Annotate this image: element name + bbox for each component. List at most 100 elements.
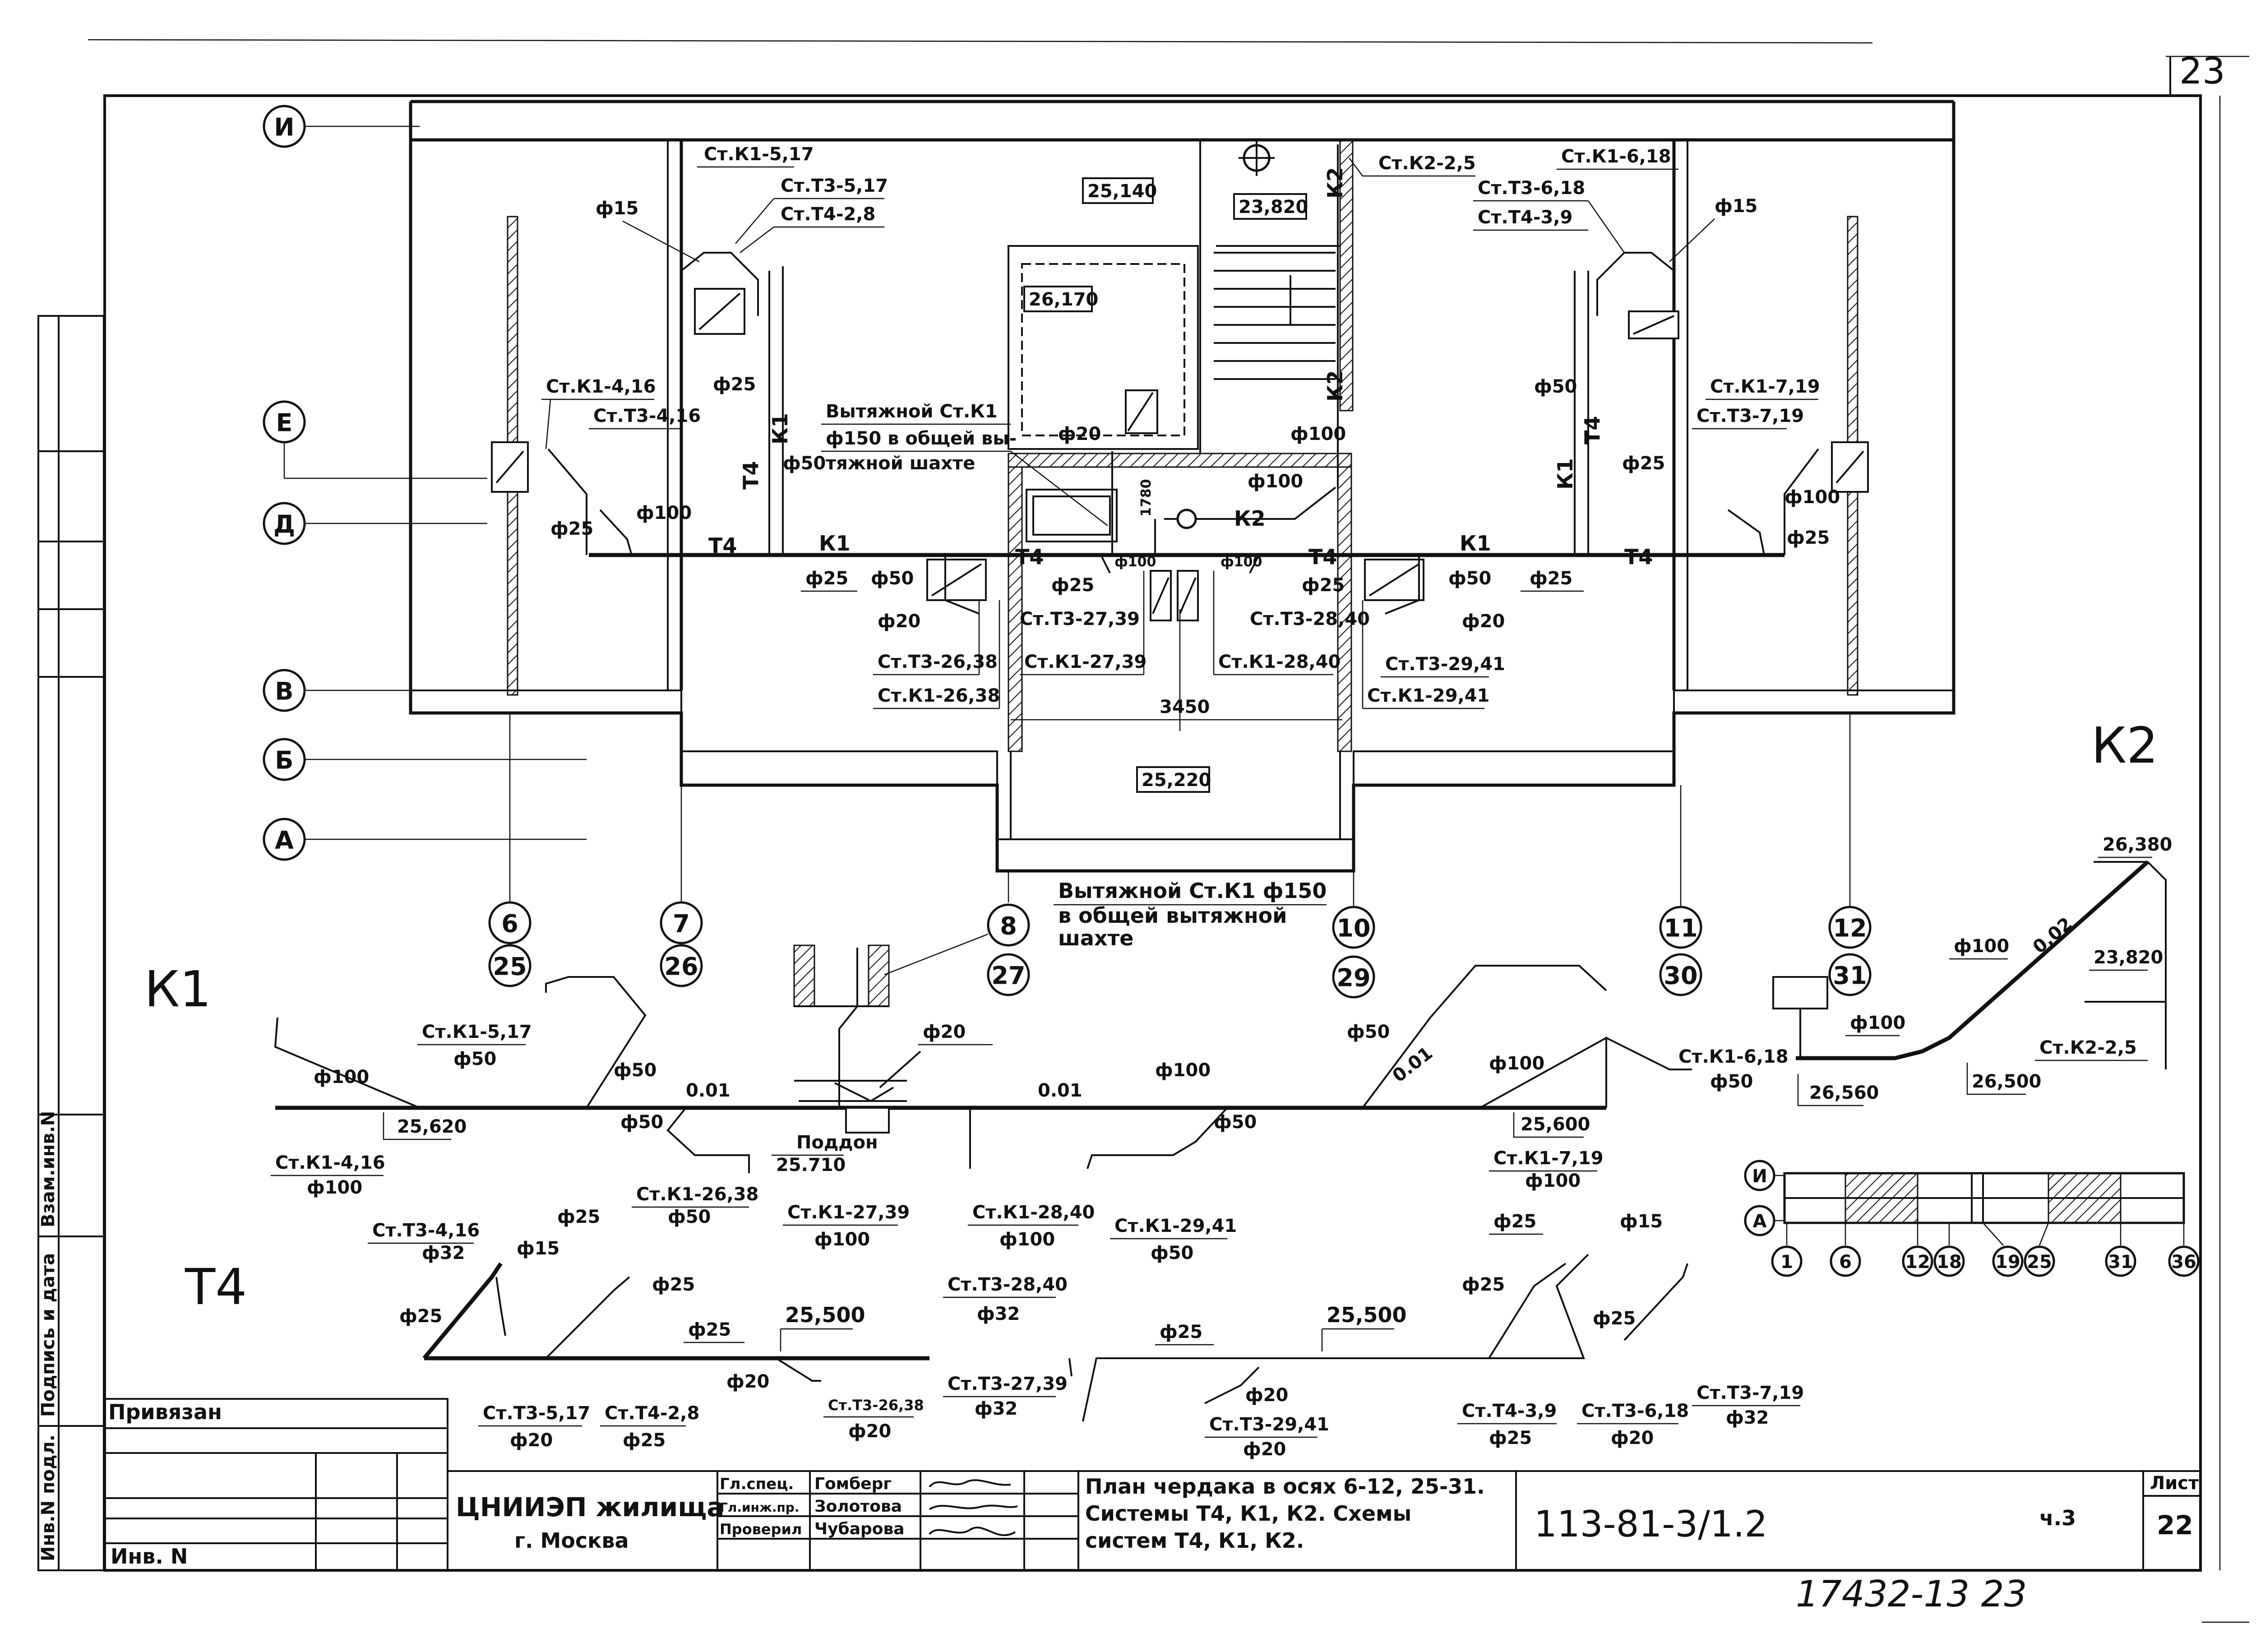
plan-d15-right: ф15 (1715, 196, 1757, 217)
k1-label-d100-a: ф100 (314, 1067, 369, 1087)
signatures (929, 1479, 1018, 1536)
t4-label-25-500-b: 25,500 (1327, 1303, 1407, 1327)
plan-mark-k1-2: К1 (1460, 531, 1491, 555)
plan-d25-3: ф25 (550, 518, 593, 539)
plan-mark-t4-4: Т4 (1624, 545, 1653, 569)
plan-mark-k1-v2: К1 (1553, 458, 1577, 490)
key-row-a: А (1753, 1211, 1767, 1232)
key-plan: И А 1 6 12 18 19 25 31 36 (1744, 1160, 2200, 1277)
k1-label-d100-b: ф100 (307, 1177, 362, 1198)
k1-schema: К1 Вытяжной Ст.К1 ф150 в общей вытяжной … (144, 879, 1789, 1263)
k2-schema: К2 26,380 ф100 0,02 23,820 Ст.К2-2,5 ф10… (1772, 717, 2172, 1106)
title-desc-3: систем Т4, К1, К2. (1085, 1528, 1304, 1553)
t4-label-d25-a: ф25 (557, 1207, 600, 1227)
plan-label-st-t4-3-9: Ст.Т4-3,9 (1478, 207, 1572, 228)
k1-label-d50-a: ф50 (453, 1049, 496, 1069)
t4-label-d25-h: ф25 (1462, 1274, 1505, 1295)
axis-label-a: А (275, 826, 294, 855)
t4-label-d25-j: ф25 (1489, 1428, 1532, 1448)
title-block: Привязан Инв. N ЦНИИЭП жилища г. Москва … (104, 1398, 2201, 1571)
axis-bottom-29: 29 (1336, 964, 1370, 992)
t4-label-st-t3-29-41: Ст.Т3-29,41 (1209, 1414, 1329, 1435)
key-row-i: И (1752, 1166, 1767, 1187)
axis-bottom-26: 26 (664, 953, 698, 981)
k1-label-poddon: Поддон (796, 1132, 878, 1153)
t4-label-d20-a: ф20 (726, 1371, 769, 1392)
k1-label-0-01-b: 0.01 (1038, 1080, 1082, 1101)
plan-dim-1780: 1780 (1138, 479, 1154, 517)
title-part: ч.3 (2039, 1506, 2076, 1530)
plan-elev-25-140: 25,140 (1087, 181, 1157, 202)
vent-block-left (491, 441, 529, 493)
side-stamp-vzam: Взам.инв.N (38, 1111, 59, 1227)
t4-label-d32-d: ф32 (1726, 1407, 1769, 1428)
title-inv: Инв. N (111, 1544, 188, 1569)
t4-label-st-t3-5-17: Ст.Т3-5,17 (483, 1403, 590, 1424)
axis-bottom-11: 11 (1664, 914, 1697, 943)
title-role-3: Проверил (720, 1521, 802, 1538)
axis-label-b: Б (275, 746, 293, 775)
side-stamp: Инв.N подл. Подпись и дата Взам.инв.N (37, 315, 105, 1571)
k1-label-d50-c: ф50 (620, 1112, 663, 1133)
plan-elev-25-220: 25,220 (1142, 770, 1211, 791)
k2-label-26-500: 26,500 (1972, 1071, 2041, 1092)
k1-label-0-01-a: 0.01 (686, 1080, 730, 1101)
t4-label-d20-e: ф20 (1243, 1439, 1286, 1460)
plan-mark-k1-v1: К1 (768, 413, 792, 444)
k2-label-26-380: 26,380 (2103, 834, 2172, 855)
k1-label-st-k1-5-17: Ст.К1-5,17 (422, 1022, 532, 1042)
plan-mark-k2-v2: К2 (1323, 370, 1347, 402)
page-number: 23 (2179, 50, 2225, 92)
title-role-1: Гл.спец. (720, 1475, 794, 1493)
plan-pipes (547, 144, 1819, 731)
title-sheet-number: 22 (2157, 1510, 2193, 1541)
plan-d15-left: ф15 (596, 198, 638, 219)
plan-mark-t4-1: Т4 (708, 533, 737, 558)
k1-title: К1 (144, 960, 211, 1018)
plan-d50-2: ф50 (1534, 376, 1577, 397)
k1-label-25-620: 25,620 (397, 1116, 467, 1137)
title-doc-code: 113-81-3/1.2 (1534, 1503, 1767, 1545)
plan-mark-t4-3: Т4 (1308, 545, 1337, 569)
plan-label-st-t4-2-8: Ст.Т4-2,8 (781, 204, 875, 225)
key-col-12: 12 (1905, 1252, 1930, 1273)
key-col-19: 19 (1995, 1252, 2020, 1273)
axis-bottom-12: 12 (1833, 914, 1867, 943)
axis-label-v: В (275, 677, 293, 706)
k2-label-26-560: 26,560 (1809, 1083, 1879, 1103)
key-col-31: 31 (2108, 1252, 2133, 1273)
plan-d25-2: ф25 (1622, 453, 1665, 474)
k1-label-d50-d: ф50 (668, 1207, 711, 1227)
k1-label-25-710: 25.710 (776, 1155, 846, 1175)
axis-bottom-30: 30 (1664, 962, 1697, 990)
t4-title: Т4 (185, 1258, 247, 1316)
k1-label-25-600: 25,600 (1521, 1114, 1590, 1135)
plan-mark-k1-1: К1 (819, 531, 851, 555)
t4-label-d20-c: ф20 (848, 1421, 891, 1442)
k2-label-st-k2-2-5: Ст.К2-2,5 (2039, 1037, 2137, 1058)
t4-label-st-t3-7-19: Ст.Т3-7,19 (1697, 1383, 1804, 1403)
t4-label-st-t3-28-40: Ст.Т3-28,40 (948, 1274, 1068, 1295)
plan-d50-4: ф50 (1448, 568, 1491, 589)
t4-label-d15-a: ф15 (517, 1238, 559, 1259)
axis-label-i: И (274, 113, 294, 142)
axis-bubbles: И Е Д В Б А (263, 105, 587, 861)
key-col-25: 25 (2027, 1252, 2052, 1273)
plan-dim-3450: 3450 (1160, 697, 1210, 717)
k1-label-st-k1-7-19: Ст.К1-7,19 (1493, 1148, 1604, 1169)
plan-label-st-k1-6-18: Ст.К1-6,18 (1561, 146, 1671, 167)
plan-label-st-t3-6-18: Ст.Т3-6,18 (1478, 178, 1585, 199)
plan-label-st-k1-28-40: Ст.К1-28,40 (1218, 652, 1341, 672)
plan-d25-6: ф25 (1051, 575, 1094, 596)
plan-d20-2: ф20 (1462, 611, 1505, 632)
k1-label-st-k1-29-41: Ст.К1-29,41 (1114, 1216, 1237, 1236)
plan-labels: Ст.К1-5,17 Ст.Т3-5,17 Ст.Т4-2,8 Ст.К2-2,… (541, 144, 1840, 793)
plan-d100-3: ф100 (1114, 554, 1156, 570)
t4-schema: Т4 Ст.Т3-4,16 ф32 ф25 ф15 ф25 ф25 ф25 25… (185, 1207, 1804, 1460)
title-org-line2: г. Москва (514, 1528, 629, 1553)
plan-label-st-k1-29-41: Ст.К1-29,41 (1367, 685, 1489, 706)
title-desc-2: Системы Т4, К1, К2. Схемы (1085, 1501, 1411, 1526)
k1-label-0-01-c: 0.01 (1389, 1043, 1437, 1087)
axis-label-e: Е (276, 409, 293, 437)
